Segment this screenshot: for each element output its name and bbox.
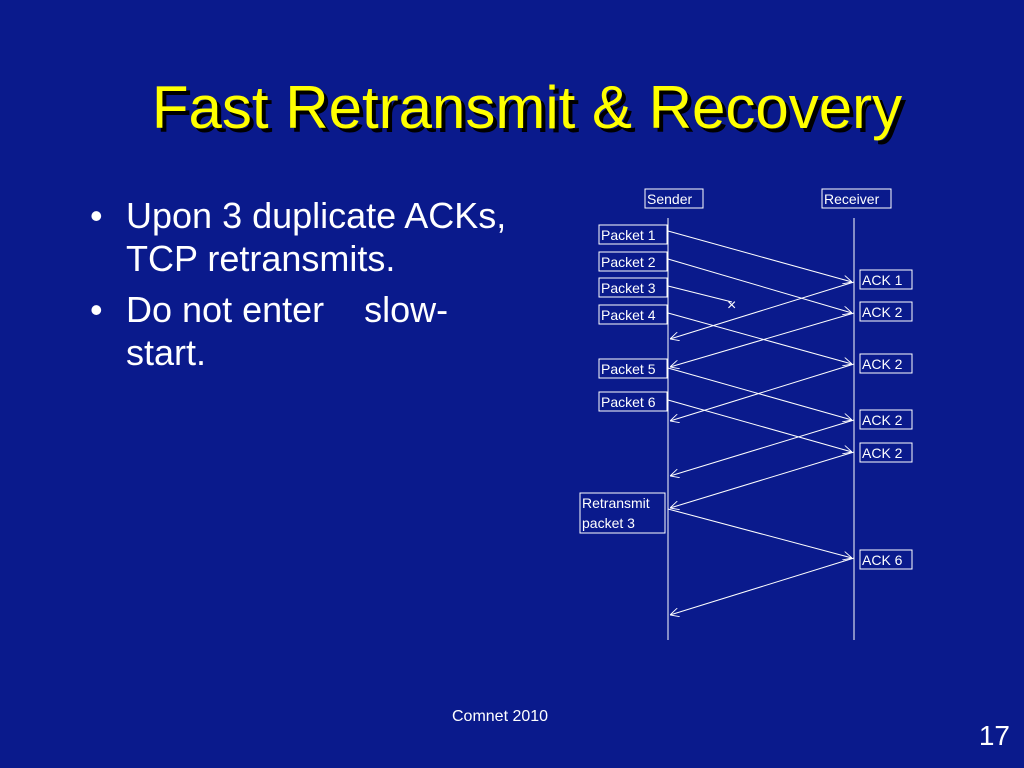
packet-label: Packet 6	[601, 394, 656, 410]
ack-arrow	[670, 419, 855, 476]
retransmit-label-line1: Retransmit	[582, 495, 650, 511]
packet-arrow	[667, 508, 852, 558]
sender-header-box	[644, 188, 704, 209]
ack-box	[859, 301, 913, 322]
bullet-list: • Upon 3 duplicate ACKs, TCP retransmits…	[84, 194, 514, 382]
ack-box	[859, 549, 913, 570]
packet-arrow	[667, 258, 852, 313]
ack-box	[859, 442, 913, 463]
packet-label: Packet 4	[601, 307, 656, 323]
ack-label: ACK 2	[862, 445, 903, 461]
ack-label: ACK 1	[862, 272, 903, 288]
ack-arrow	[670, 557, 855, 615]
slide-title: Fast Retransmit & Recovery	[151, 74, 903, 141]
packet-box	[598, 358, 668, 379]
packet-box	[598, 251, 668, 272]
ack-box	[859, 353, 913, 374]
page-number: 17	[978, 720, 1010, 751]
ack-label: ACK 2	[862, 304, 903, 320]
bullet-item: • Do not enter slow-start.	[84, 288, 514, 374]
bullet-text: Upon 3 duplicate ACKs, TCP retransmits.	[126, 195, 507, 279]
footer-text: Comnet 2010	[452, 708, 549, 725]
packet-arrow	[667, 367, 852, 420]
packet-label: Packet 1	[601, 227, 656, 243]
ack-label: ACK 2	[862, 412, 903, 428]
ack-arrow	[670, 312, 855, 367]
lost-marker-icon: ×	[727, 297, 736, 314]
packet-box	[598, 277, 668, 298]
receiver-header-box	[821, 188, 892, 209]
packet-label: Packet 3	[601, 280, 656, 296]
packet-arrow	[667, 399, 852, 452]
lost-packet-line	[667, 285, 733, 303]
bullet-dot-icon: •	[90, 195, 103, 236]
ack-arrow	[670, 363, 855, 421]
packet-label: Packet 2	[601, 254, 656, 270]
packet-label: Packet 5	[601, 361, 656, 377]
retransmit-box	[579, 492, 666, 534]
retransmit-label-line2: packet 3	[582, 515, 635, 531]
packet-arrow	[667, 230, 852, 282]
ack-label: ACK 2	[862, 356, 903, 372]
receiver-header: Receiver	[824, 191, 880, 207]
bullet-text: Do not enter slow-start.	[126, 289, 449, 373]
packet-box	[598, 391, 668, 412]
ack-box	[859, 409, 913, 430]
packet-box	[598, 304, 668, 325]
ack-arrow	[670, 451, 855, 508]
sender-header: Sender	[647, 191, 692, 207]
packet-arrow	[667, 312, 852, 364]
bullet-item: • Upon 3 duplicate ACKs, TCP retransmits…	[84, 194, 514, 280]
ack-label: ACK 6	[862, 552, 903, 568]
ack-box	[859, 269, 913, 290]
bullet-dot-icon: •	[90, 289, 103, 330]
ack-arrow	[670, 281, 855, 339]
packet-box	[598, 224, 668, 245]
